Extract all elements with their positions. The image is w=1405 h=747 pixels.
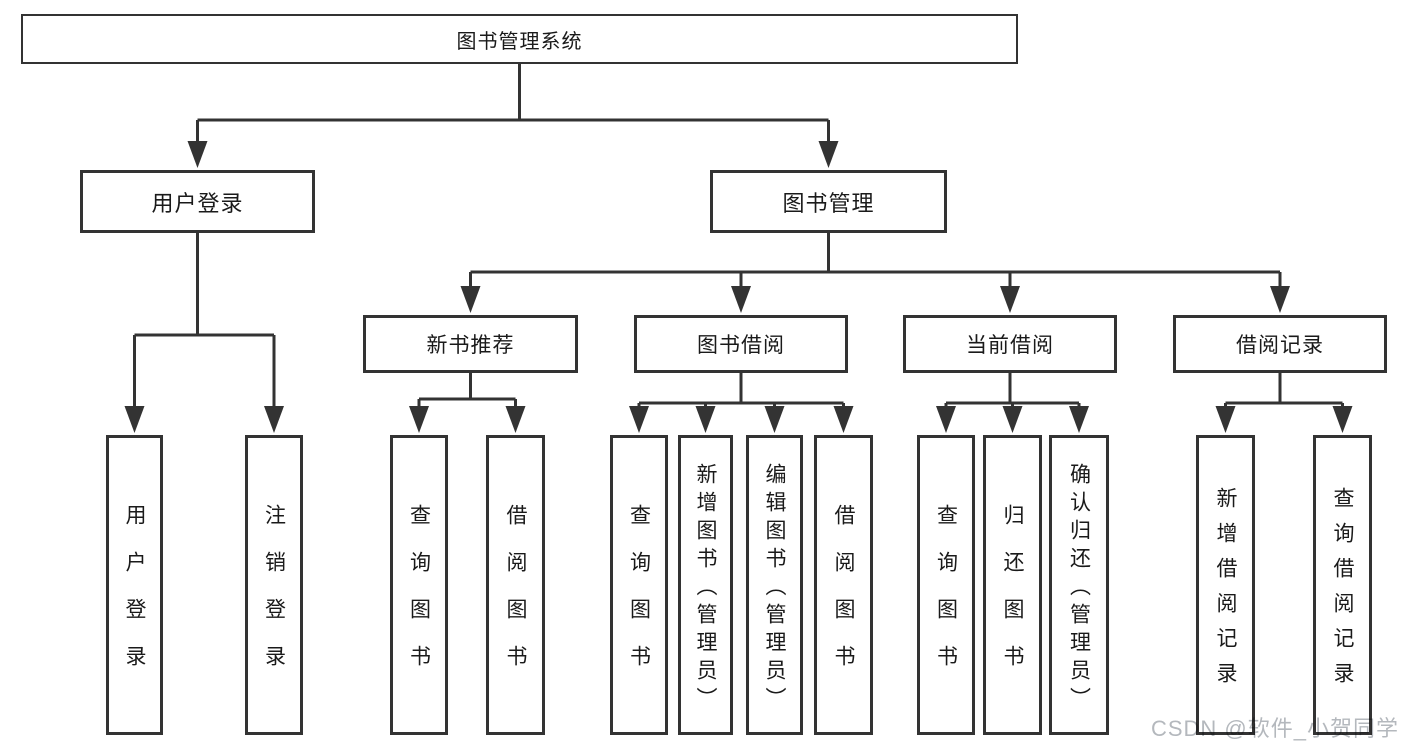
leaf-borrow-query-books: 查询图书 (610, 435, 668, 735)
node-label: 借阅记录 (1236, 334, 1324, 357)
leaf-records-add-borrow-record: 新增借阅记录 (1196, 435, 1255, 735)
arrowhead (1270, 286, 1290, 313)
node-label: 编辑图书（管理员） (763, 462, 786, 715)
node-label: 确认归还（管理员） (1067, 462, 1091, 715)
leaf-rec-borrow-books: 借阅图书 (486, 435, 545, 735)
arrowhead (124, 406, 145, 433)
edge-current-borrowing-children (936, 373, 1089, 433)
node-label: 查询借阅记录 (1331, 487, 1354, 697)
node-label: 用户登录 (151, 190, 244, 216)
arrowhead (1069, 406, 1089, 433)
edge-book-borrowing-children (629, 373, 854, 433)
arrowhead (1002, 406, 1023, 433)
node-label: 借阅图书 (832, 504, 855, 692)
arrowhead (1000, 286, 1020, 313)
leaf-borrow-add-books-admin: 新增图书（管理员） (678, 435, 733, 735)
node-borrowing-records: 借阅记录 (1173, 315, 1387, 373)
arrowhead (1215, 406, 1236, 433)
node-user-login: 用户登录 (80, 170, 315, 233)
node-label: 图书借阅 (697, 334, 785, 357)
edge-new-book-recommend-children (409, 373, 526, 433)
leaf-records-query-borrow-record: 查询借阅记录 (1313, 435, 1372, 735)
node-book-management: 图书管理 (710, 170, 947, 233)
arrowhead (1332, 406, 1353, 433)
leaf-logout: 注销登录 (245, 435, 303, 735)
arrowhead (764, 406, 785, 433)
leaf-user-login: 用户登录 (106, 435, 163, 735)
csdn-watermark: CSDN @软件_小贺同学 (1150, 716, 1399, 741)
arrowhead (818, 141, 839, 168)
arrowhead (833, 406, 854, 433)
node-label: 借阅图书 (504, 504, 527, 692)
node-label: 新增借阅记录 (1214, 487, 1237, 697)
node-book-borrowing: 图书借阅 (634, 315, 848, 373)
leaf-current-return-books: 归还图书 (983, 435, 1042, 735)
node-label: 查询图书 (407, 504, 431, 692)
node-new-book-recommend: 新书推荐 (363, 315, 578, 373)
leaf-borrow-edit-books-admin: 编辑图书（管理员） (746, 435, 803, 735)
leaf-rec-query-books: 查询图书 (390, 435, 448, 735)
arrowhead (629, 406, 649, 433)
node-label: 图书管理系统 (456, 30, 583, 53)
node-label: 注销登录 (262, 504, 286, 692)
arrowhead (695, 406, 716, 433)
arrowhead (731, 286, 751, 313)
node-label: 新增图书（管理员） (694, 462, 717, 715)
edge-root-to-level2 (187, 64, 839, 168)
arrowhead (505, 406, 526, 433)
arrowhead (936, 406, 956, 433)
node-label: 当前借阅 (966, 334, 1054, 357)
leaf-borrow-borrow-books: 借阅图书 (814, 435, 873, 735)
arrowhead (409, 406, 429, 433)
node-label: 用户登录 (123, 504, 146, 692)
node-label: 新书推荐 (426, 334, 515, 357)
edge-user-login-children (124, 233, 284, 433)
leaf-current-confirm-return-admin: 确认归还（管理员） (1049, 435, 1109, 735)
node-label: 图书管理 (782, 190, 875, 216)
node-label: 查询图书 (627, 504, 651, 692)
node-label: 查询图书 (934, 504, 958, 692)
edge-book-management-children (460, 233, 1290, 313)
node-current-borrowing: 当前借阅 (903, 315, 1117, 373)
edge-borrowing-records-children (1215, 373, 1353, 433)
node-library-management-system: 图书管理系统 (21, 14, 1018, 64)
arrowhead (264, 406, 284, 433)
node-label: 归还图书 (1001, 504, 1024, 692)
leaf-current-query-books: 查询图书 (917, 435, 975, 735)
arrowhead (460, 286, 481, 313)
arrowhead (187, 141, 208, 168)
